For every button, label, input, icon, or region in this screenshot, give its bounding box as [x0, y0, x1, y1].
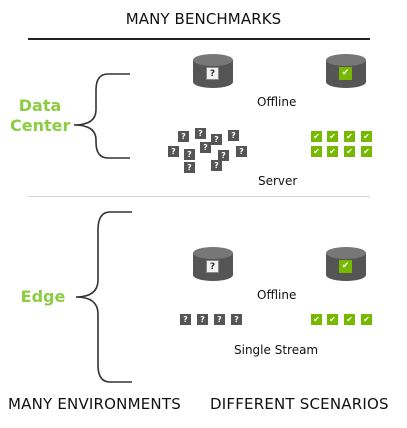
question-box: ?: [178, 131, 189, 142]
question-box: ?: [180, 314, 191, 325]
edge-offline-label: Offline: [257, 288, 297, 302]
question-box: ?: [211, 134, 222, 145]
environments-caption: MANY ENVIRONMENTS: [8, 395, 181, 413]
scenarios-caption: DIFFERENT SCENARIOS: [210, 395, 389, 413]
question-box: ?: [184, 149, 195, 160]
data-center-server-label: Server: [258, 174, 298, 188]
edge-label: Edge: [20, 287, 66, 306]
question-box: ?: [236, 146, 247, 157]
section-divider: [28, 196, 370, 197]
check-box: ✔: [311, 314, 322, 325]
question-box: ?: [195, 128, 206, 139]
data-center-brace: [73, 73, 130, 159]
question-box: ?: [218, 150, 229, 161]
data-center-label-line2: Center: [10, 116, 71, 135]
question-box: ?: [211, 160, 222, 171]
question-box: ?: [168, 146, 179, 157]
check-box: ✔: [311, 131, 322, 142]
check-box: ✔: [361, 314, 372, 325]
check-box: ✔: [361, 146, 372, 157]
title-divider: [28, 38, 370, 40]
check-box: ✔: [344, 146, 355, 157]
check-box: ✔: [311, 146, 322, 157]
question-box: ?: [228, 130, 239, 141]
question-box: ?: [197, 314, 208, 325]
page-title: MANY BENCHMARKS: [125, 10, 282, 28]
data-center-label-line1: Data: [18, 96, 62, 115]
edge-brace: [75, 211, 132, 383]
check-box: ✔: [327, 146, 338, 157]
data-center-label: Data Center: [10, 96, 70, 136]
check-badge: ✔: [339, 67, 352, 80]
check-box: ✔: [361, 131, 372, 142]
question-box: ?: [231, 314, 242, 325]
check-box: ✔: [327, 314, 338, 325]
question-badge: ?: [206, 67, 219, 80]
check-box: ✔: [327, 131, 338, 142]
check-box: ✔: [344, 131, 355, 142]
question-box: ?: [184, 162, 195, 173]
question-box: ?: [214, 314, 225, 325]
data-center-offline-label: Offline: [257, 95, 297, 109]
question-box: ?: [200, 142, 211, 153]
question-badge: ?: [206, 260, 219, 273]
edge-single-stream-label: Single Stream: [234, 343, 319, 357]
check-badge: ✔: [339, 260, 352, 273]
check-box: ✔: [344, 314, 355, 325]
